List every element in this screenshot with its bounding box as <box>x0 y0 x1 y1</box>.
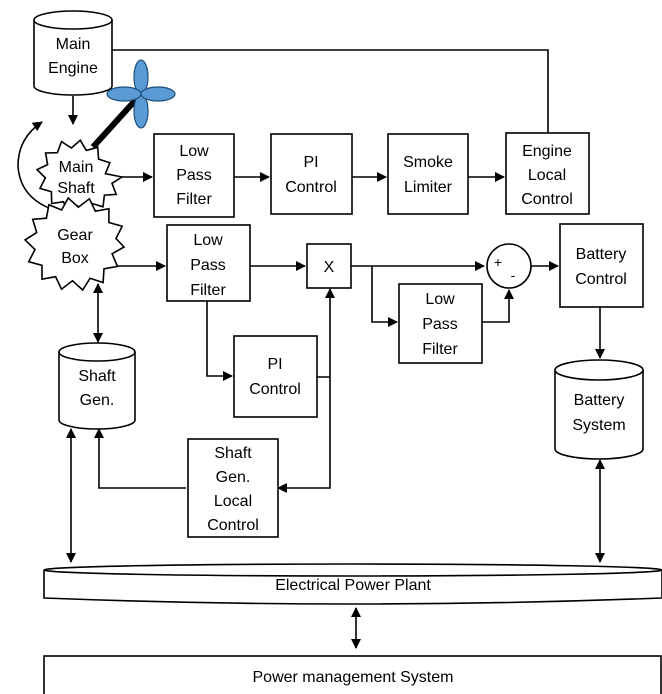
multiplier-label: X <box>324 259 335 276</box>
lpf-top-label-3: Filter <box>176 191 212 208</box>
main-engine-label-2: Engine <box>48 60 98 77</box>
main-shaft-label-1: Main <box>59 159 94 176</box>
battery-system-cylinder: Battery System <box>554 359 644 460</box>
gear-box-label-2: Box <box>61 250 89 267</box>
lpf-mid-label-2: Pass <box>190 257 226 274</box>
battery-system-label-2: System <box>572 417 625 434</box>
sglc-label-4: Control <box>207 517 259 534</box>
battery-system-label-1: Battery <box>574 392 625 409</box>
low-pass-filter-mid-box: Low Pass Filter <box>166 224 251 302</box>
lpf-right-label-3: Filter <box>422 341 458 358</box>
gear-box-star: Gear Box <box>23 196 126 292</box>
rotation-arrow-icon <box>17 121 55 211</box>
pi-top-label-1: PI <box>303 154 318 171</box>
sglc-label-3: Local <box>214 493 252 510</box>
connectors <box>66 45 605 649</box>
sglc-label-1: Shaft <box>214 445 252 462</box>
multiplier-box: X <box>306 243 352 289</box>
lpf-right-label-1: Low <box>425 291 455 308</box>
main-shaft-label-2: Shaft <box>57 180 95 197</box>
pi-mid-label-1: PI <box>267 356 282 373</box>
gear-box-label-1: Gear <box>57 227 93 244</box>
pi-mid-label-2: Control <box>249 381 301 398</box>
main-engine-label-1: Main <box>56 36 91 53</box>
summation-node: + - <box>486 243 532 289</box>
lpf-right-label-2: Pass <box>422 316 458 333</box>
sglc-label-2: Gen. <box>216 469 251 486</box>
engine-local-control-box: Engine Local Control <box>505 132 590 215</box>
shaft-gen-label-2: Gen. <box>80 392 115 409</box>
elc-label-2: Local <box>528 167 566 184</box>
smoke-limiter-label-2: Limiter <box>404 179 453 196</box>
battery-control-label-1: Battery <box>576 246 627 263</box>
low-pass-filter-right-box: Low Pass Filter <box>398 283 483 364</box>
shaft-gen-label-1: Shaft <box>78 368 116 385</box>
lpf-mid-label-1: Low <box>193 232 223 249</box>
main-shaft-star: Main Shaft <box>35 138 125 216</box>
lpf-mid-label-3: Filter <box>190 282 226 299</box>
battery-control-box: Battery Control <box>559 223 644 308</box>
smoke-limiter-label-1: Smoke <box>403 154 453 171</box>
shaft-rod <box>90 91 144 150</box>
lpf-top-label-2: Pass <box>176 167 212 184</box>
pi-top-label-2: Control <box>285 179 337 196</box>
elc-label-3: Control <box>521 191 573 208</box>
power-management-system-label: Power management System <box>253 669 454 686</box>
lpf-top-label-1: Low <box>179 143 209 160</box>
shaft-gen-cylinder: Shaft Gen. <box>58 342 136 430</box>
elc-label-1: Engine <box>522 143 572 160</box>
smoke-limiter-box: Smoke Limiter <box>387 133 469 215</box>
sum-minus-label: - <box>511 267 516 283</box>
shaft-gen-local-control-box: Shaft Gen. Local Control <box>187 438 279 538</box>
sum-plus-label: + <box>494 254 502 270</box>
electrical-power-plant-label: Electrical Power Plant <box>275 577 431 594</box>
pi-control-top-box: PI Control <box>270 133 353 215</box>
pi-control-mid-box: PI Control <box>233 335 318 418</box>
low-pass-filter-top-box: Low Pass Filter <box>153 133 235 218</box>
propeller-icon <box>106 59 176 129</box>
main-engine-cylinder: Main Engine <box>33 10 113 96</box>
electrical-power-plant-bus: Electrical Power Plant <box>43 563 662 605</box>
power-management-system-box: Power management System <box>43 655 662 694</box>
battery-control-label-2: Control <box>575 271 627 288</box>
